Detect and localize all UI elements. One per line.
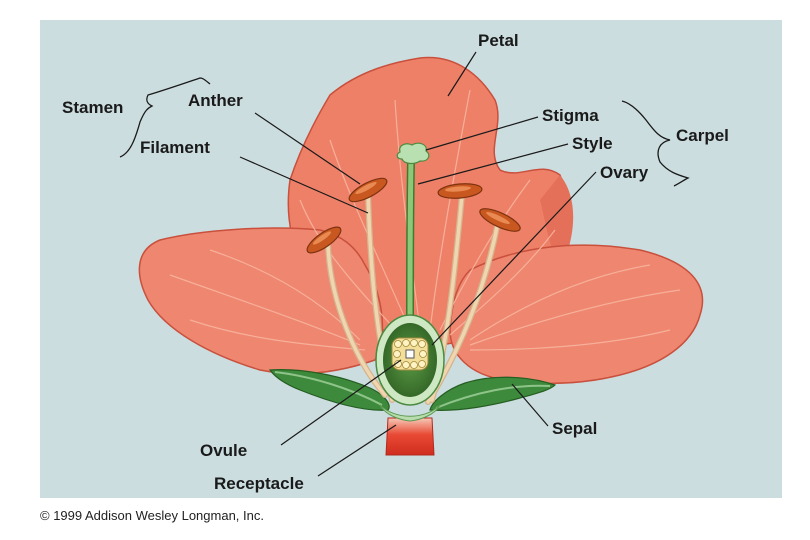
- stamen-brace: [119, 77, 211, 158]
- ovules: [393, 339, 427, 369]
- receptacle: [385, 417, 435, 456]
- anther-highlights: [312, 181, 510, 245]
- anther-1: [348, 177, 388, 203]
- style: [407, 159, 414, 321]
- receptacle-cup: [379, 404, 441, 422]
- carpel-brace: [621, 100, 690, 187]
- label-petal: Petal: [478, 31, 519, 50]
- label-style: Style: [572, 134, 613, 153]
- petal-veins: [169, 89, 681, 351]
- label-stigma: Stigma: [542, 106, 599, 125]
- right-sepal-vein: [435, 384, 551, 409]
- left-sepal-vein: [274, 371, 383, 406]
- label-ovary: Ovary: [600, 163, 649, 182]
- label-stamen: Stamen: [62, 98, 123, 117]
- label-filament: Filament: [140, 138, 210, 157]
- label-receptacle: Receptacle: [214, 474, 304, 493]
- label-sepal: Sepal: [552, 419, 597, 438]
- label-carpel: Carpel: [676, 126, 729, 145]
- label-ovule: Ovule: [200, 441, 247, 460]
- copyright-text: © 1999 Addison Wesley Longman, Inc.: [40, 508, 264, 523]
- leader-lines: [239, 51, 597, 477]
- left-sepal: [268, 369, 390, 411]
- anther-2: [306, 226, 342, 254]
- ovule-center: [405, 349, 415, 359]
- stigma: [396, 142, 430, 165]
- label-anther: Anther: [188, 91, 243, 110]
